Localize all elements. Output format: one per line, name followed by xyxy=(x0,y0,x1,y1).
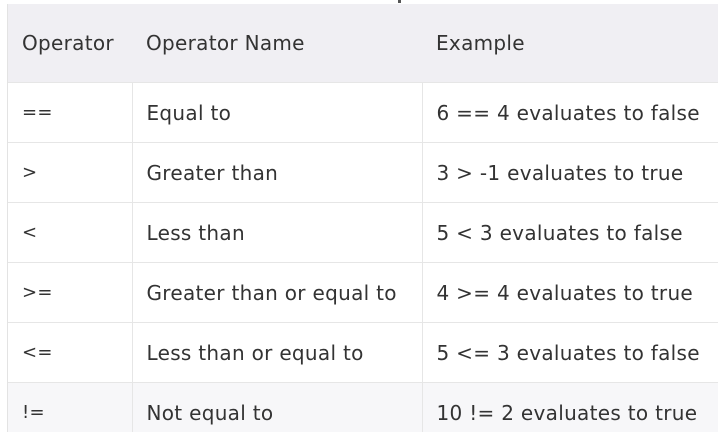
example-cell: 5 < 3 evaluates to false xyxy=(421,202,718,263)
header-operator-name: Operator Name xyxy=(132,4,422,83)
top-strip xyxy=(0,0,718,4)
operators-table: Operator Operator Name Example == Equal … xyxy=(8,4,718,432)
operator-cell: >= xyxy=(8,262,132,323)
operator-name-cell: Greater than xyxy=(131,142,422,203)
table-row: < Less than 5 < 3 evaluates to false xyxy=(8,202,718,263)
top-mark xyxy=(398,0,401,3)
operator-name-cell: Not equal to xyxy=(131,382,422,432)
operator-name-cell: Equal to xyxy=(131,82,422,143)
operator-cell: != xyxy=(8,382,132,432)
operator-cell: > xyxy=(8,142,132,203)
operator-cell: <= xyxy=(8,322,132,383)
example-cell: 6 == 4 evaluates to false xyxy=(421,82,718,143)
example-cell: 3 > -1 evaluates to true xyxy=(421,142,718,203)
table-row: > Greater than 3 > -1 evaluates to true xyxy=(8,142,718,203)
table-row: >= Greater than or equal to 4 >= 4 evalu… xyxy=(8,262,718,323)
header-operator: Operator xyxy=(8,4,132,83)
table-row: == Equal to 6 == 4 evaluates to false xyxy=(8,82,718,143)
example-cell: 5 <= 3 evaluates to false xyxy=(421,322,718,383)
operator-name-cell: Less than xyxy=(131,202,422,263)
example-cell: 10 != 2 evaluates to true xyxy=(421,382,718,432)
example-cell: 4 >= 4 evaluates to true xyxy=(421,262,718,323)
operators-table-container: Operator Operator Name Example == Equal … xyxy=(7,4,718,432)
operator-name-cell: Greater than or equal to xyxy=(131,262,422,323)
operator-name-cell: Less than or equal to xyxy=(131,322,422,383)
operator-cell: < xyxy=(8,202,132,263)
table-row: != Not equal to 10 != 2 evaluates to tru… xyxy=(8,382,718,432)
table-header-row: Operator Operator Name Example xyxy=(8,4,718,83)
header-example: Example xyxy=(422,4,718,83)
table-row: <= Less than or equal to 5 <= 3 evaluate… xyxy=(8,322,718,383)
operator-cell: == xyxy=(8,82,132,143)
